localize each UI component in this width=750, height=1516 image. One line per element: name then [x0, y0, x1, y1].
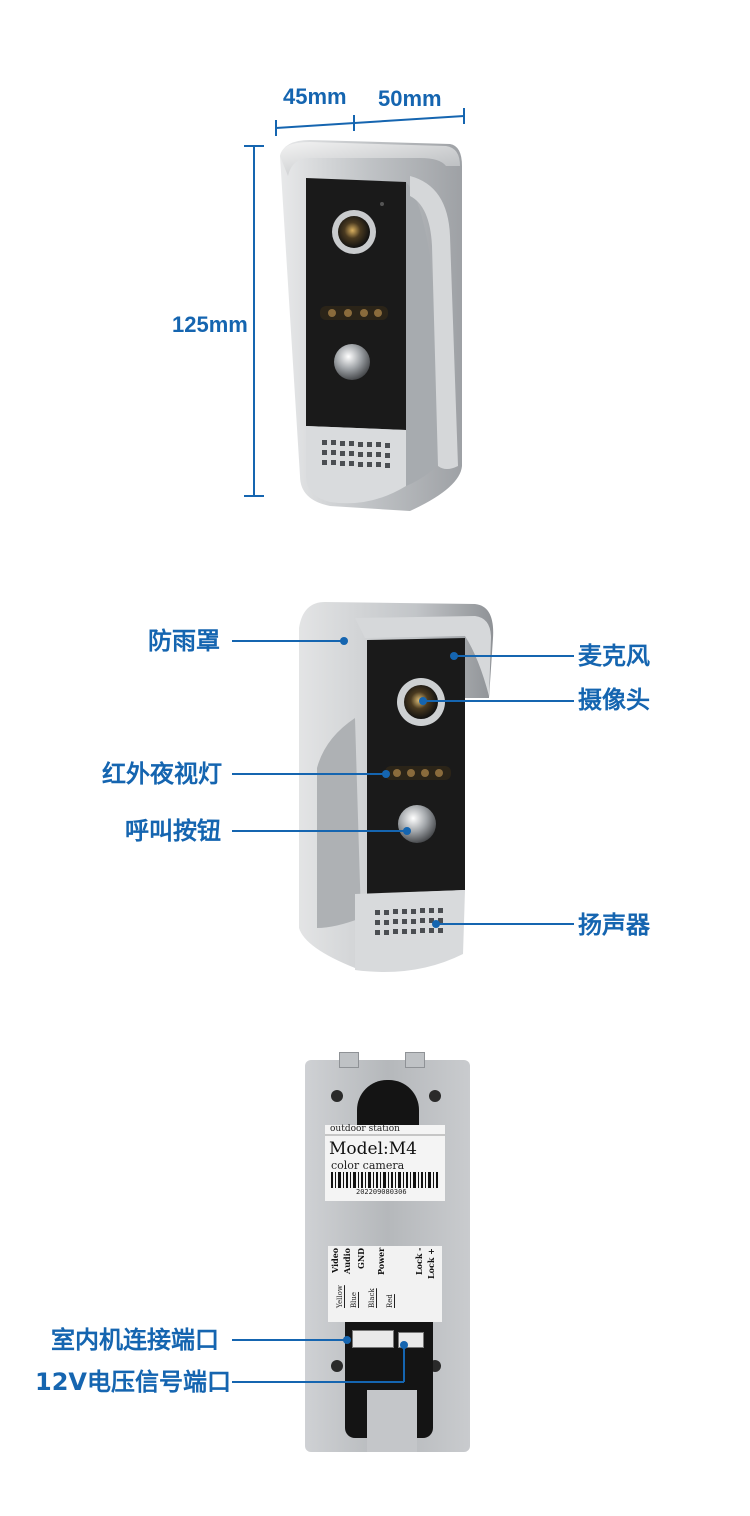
wire-yellow: Yellow [336, 1285, 344, 1308]
indoor-port-label: 室内机连接端口 [51, 1326, 219, 1354]
label-header: outdoor station [330, 1124, 400, 1134]
depth-label: 45mm [283, 84, 347, 109]
rain-cover-dot [340, 637, 348, 645]
height-label: 125mm [172, 312, 248, 337]
power-port-line [232, 1381, 404, 1383]
camera-line [425, 700, 574, 702]
screw-hole-tl [331, 1090, 343, 1102]
indoor-port-line [232, 1339, 346, 1341]
terminal-sticker [328, 1246, 442, 1322]
camera-label: 摄像头 [578, 686, 650, 714]
mount-tab-left [339, 1052, 359, 1068]
rain-cover-line [232, 640, 342, 642]
terminal-power: Power [376, 1248, 386, 1276]
terminal-labels: Video Audio GND Power Lock - Lock + Yell… [328, 1246, 442, 1322]
camera-dot [419, 697, 427, 705]
doorbell-angled-view [280, 140, 462, 511]
call-button-line [232, 830, 408, 832]
power-port-label: 12V电压信号端口 [35, 1368, 231, 1396]
wire-black: Black [368, 1288, 376, 1308]
label-serial: 202209080306 [356, 1188, 407, 1196]
speaker-line [438, 923, 574, 925]
rain-cover-label: 防雨罩 [148, 627, 220, 655]
wire-red: Red [386, 1294, 394, 1308]
label-model: Model:M4 [329, 1139, 417, 1159]
mount-tab-right [405, 1052, 425, 1068]
width-label: 50mm [378, 86, 442, 111]
terminal-lock-plus: Lock + [426, 1248, 436, 1279]
terminal-audio: Audio [342, 1248, 352, 1274]
speaker-dot [432, 920, 440, 928]
call-button-label: 呼叫按钮 [125, 817, 221, 845]
speaker-label: 扬声器 [578, 911, 650, 939]
model-label-sticker [325, 1125, 445, 1201]
ir-light-label: 红外夜视灯 [102, 760, 222, 788]
terminal-lock-minus: Lock - [414, 1248, 424, 1276]
bottom-notch [367, 1390, 417, 1452]
indoor-connector [352, 1330, 394, 1348]
indoor-port-dot [343, 1336, 351, 1344]
ir-light-line [232, 773, 384, 775]
microphone-label: 麦克风 [578, 642, 650, 670]
microphone-dot [450, 652, 458, 660]
screw-hole-bl [331, 1360, 343, 1372]
ir-light-dot [382, 770, 390, 778]
label-type: color camera [331, 1159, 405, 1172]
power-port-leader [400, 1341, 408, 1382]
doorbell-front-view [299, 602, 494, 972]
terminal-video: Video [330, 1248, 340, 1274]
call-button-dot [403, 827, 411, 835]
screw-hole-tr [429, 1090, 441, 1102]
wire-blue: Blue [350, 1291, 358, 1308]
terminal-gnd: GND [356, 1248, 366, 1270]
top-dimension-line [275, 108, 465, 136]
microphone-line [456, 655, 574, 657]
side-dimension-line [244, 145, 264, 497]
barcode [331, 1172, 438, 1188]
